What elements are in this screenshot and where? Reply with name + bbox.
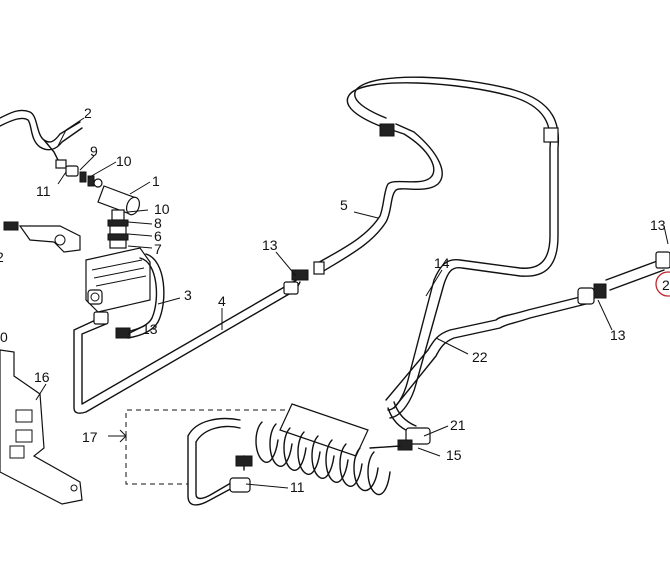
pipe-2 bbox=[0, 109, 83, 161]
callout-10-lower: 10 bbox=[154, 201, 170, 217]
callout-10: 10 bbox=[116, 153, 132, 169]
leader-lines bbox=[35, 117, 669, 489]
callout-2-left: 2 bbox=[0, 249, 4, 265]
callout-11-bottom: 11 bbox=[290, 479, 305, 495]
callout-22: 22 bbox=[472, 349, 488, 365]
reference-lines-17 bbox=[108, 409, 290, 485]
callout-2-edge: 2 bbox=[662, 277, 670, 293]
callout-3: 3 bbox=[184, 287, 192, 303]
callout-4: 4 bbox=[218, 293, 226, 309]
callout-5: 5 bbox=[340, 197, 348, 213]
callout-7: 7 bbox=[154, 241, 162, 257]
bracket-16 bbox=[0, 349, 83, 505]
pipe-4 bbox=[73, 269, 309, 414]
callouts: 2 9 10 11 1 10 8 6 7 2 3 4 13 13 5 14 22… bbox=[0, 105, 670, 495]
callout-2: 2 bbox=[84, 105, 92, 121]
compressor bbox=[85, 247, 151, 313]
callout-1: 1 bbox=[152, 173, 160, 189]
filter-cylinder bbox=[97, 185, 141, 216]
pipe-lower-loop bbox=[187, 417, 253, 506]
coiled-hose-tank bbox=[255, 403, 391, 496]
callout-13-left: 13 bbox=[142, 321, 158, 337]
pipe-right-end bbox=[605, 251, 670, 291]
callout-17: 17 bbox=[82, 429, 98, 445]
fittings-15-21 bbox=[369, 427, 431, 451]
callout-11: 11 bbox=[36, 183, 51, 199]
mounting-bracket bbox=[3, 221, 81, 253]
callout-0: 0 bbox=[0, 329, 8, 345]
callout-9: 9 bbox=[90, 143, 98, 159]
highlight-ring bbox=[655, 271, 670, 297]
callout-13-mid: 13 bbox=[262, 237, 278, 253]
callout-16: 16 bbox=[34, 369, 50, 385]
callout-13-edge: 13 bbox=[650, 217, 666, 233]
callout-13-right: 13 bbox=[610, 327, 626, 343]
valve-stack bbox=[107, 209, 129, 249]
callout-15: 15 bbox=[446, 447, 462, 463]
pipe-22 bbox=[385, 283, 607, 433]
pipe-14 bbox=[346, 76, 560, 419]
pipe-5 bbox=[313, 123, 443, 275]
callout-14: 14 bbox=[434, 255, 450, 271]
fitting-group-9-10-11 bbox=[55, 159, 103, 188]
callout-21: 21 bbox=[450, 417, 466, 433]
callout-6: 6 bbox=[154, 228, 162, 244]
callout-8: 8 bbox=[154, 215, 162, 231]
